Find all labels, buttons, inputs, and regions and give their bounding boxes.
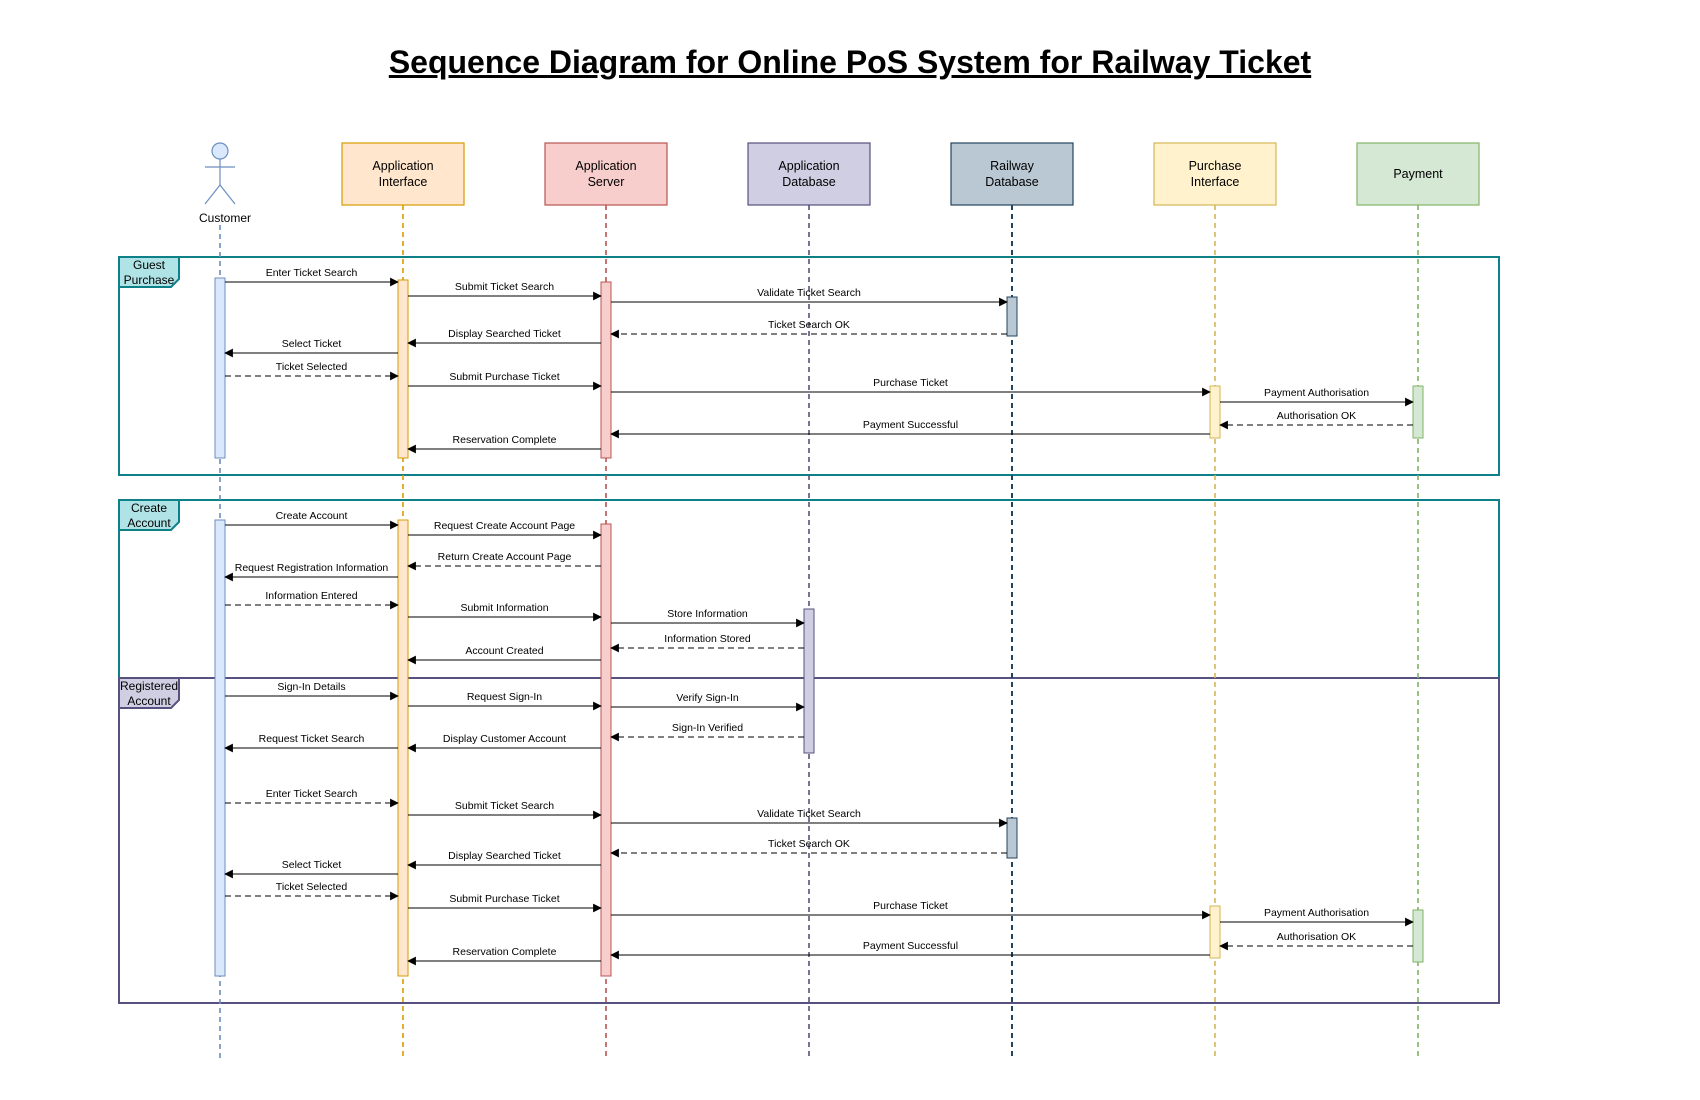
diagram-title: Sequence Diagram for Online PoS System f… [388, 44, 1312, 80]
message-label: Display Customer Account [443, 733, 566, 745]
activation-railway-database [1006, 296, 1018, 337]
message-label: Submit Ticket Search [455, 281, 554, 293]
participant-label-payment: Payment [1393, 167, 1443, 181]
message-label: Create Account [276, 510, 348, 522]
activation-app-server [600, 523, 612, 977]
message-label: Ticket Selected [276, 361, 348, 373]
message-label: Request Sign-In [467, 691, 542, 703]
participant-box-railway-database [950, 142, 1074, 206]
activation-app-interface [397, 279, 409, 459]
message-label: Request Registration Information [235, 562, 389, 574]
participant-box-app-database [747, 142, 871, 206]
activation-customer [214, 519, 226, 977]
message-label: Validate Ticket Search [757, 287, 861, 299]
activation-railway-database [1006, 817, 1018, 859]
participant-box-app-interface [341, 142, 465, 206]
message-label: Payment Successful [863, 940, 958, 952]
message-label: Reservation Complete [453, 946, 557, 958]
message-label: Ticket Selected [276, 881, 348, 893]
participant-label-customer: Customer [199, 211, 251, 225]
message-label: Request Create Account Page [434, 520, 575, 532]
activation-payment [1412, 909, 1424, 963]
message-label: Sign-In Details [277, 681, 345, 693]
message-label: Submit Purchase Ticket [449, 371, 559, 383]
frame-tab-registered-account [118, 677, 180, 709]
participant-box-app-server [544, 142, 668, 206]
message-label: Payment Successful [863, 419, 958, 431]
message-label: Ticket Search OK [768, 319, 850, 331]
message-label: Store Information [667, 608, 748, 620]
message-label: Display Searched Ticket [448, 328, 561, 340]
message-label: Information Stored [664, 633, 751, 645]
message-label: Payment Authorisation [1264, 907, 1369, 919]
message-label: Submit Ticket Search [455, 800, 554, 812]
activation-purchase-interface [1209, 905, 1221, 959]
message-label: Select Ticket [282, 859, 342, 871]
activation-app-database [803, 608, 815, 754]
message-label: Reservation Complete [453, 434, 557, 446]
activation-customer [214, 277, 226, 459]
message-label: Return Create Account Page [438, 551, 572, 563]
message-label: Display Searched Ticket [448, 850, 561, 862]
participant-box-payment [1356, 142, 1480, 206]
activations-layer [214, 277, 1424, 977]
actor-customer-icon [204, 142, 236, 205]
frame-tab-guest-purchase [118, 256, 180, 288]
message-label: Verify Sign-In [676, 692, 739, 704]
message-label: Authorisation OK [1277, 410, 1356, 422]
message-label: Submit Information [460, 602, 548, 614]
message-label: Select Ticket [282, 338, 342, 350]
activation-app-server [600, 281, 612, 459]
activation-purchase-interface [1209, 385, 1221, 439]
message-label: Request Ticket Search [259, 733, 365, 745]
message-label: Purchase Ticket [873, 377, 948, 389]
message-label: Sign-In Verified [672, 722, 743, 734]
activation-app-interface [397, 519, 409, 977]
message-label: Information Entered [265, 590, 357, 602]
frame-tab-create-account [118, 499, 180, 531]
message-label: Purchase Ticket [873, 900, 948, 912]
message-label: Submit Purchase Ticket [449, 893, 559, 905]
participant-box-purchase-interface [1153, 142, 1277, 206]
message-label: Account Created [465, 645, 543, 657]
message-label: Authorisation OK [1277, 931, 1356, 943]
message-label: Validate Ticket Search [757, 808, 861, 820]
message-label: Enter Ticket Search [266, 267, 358, 279]
message-label: Enter Ticket Search [266, 788, 358, 800]
message-label: Payment Authorisation [1264, 387, 1369, 399]
activation-payment [1412, 385, 1424, 439]
message-label: Ticket Search OK [768, 838, 850, 850]
